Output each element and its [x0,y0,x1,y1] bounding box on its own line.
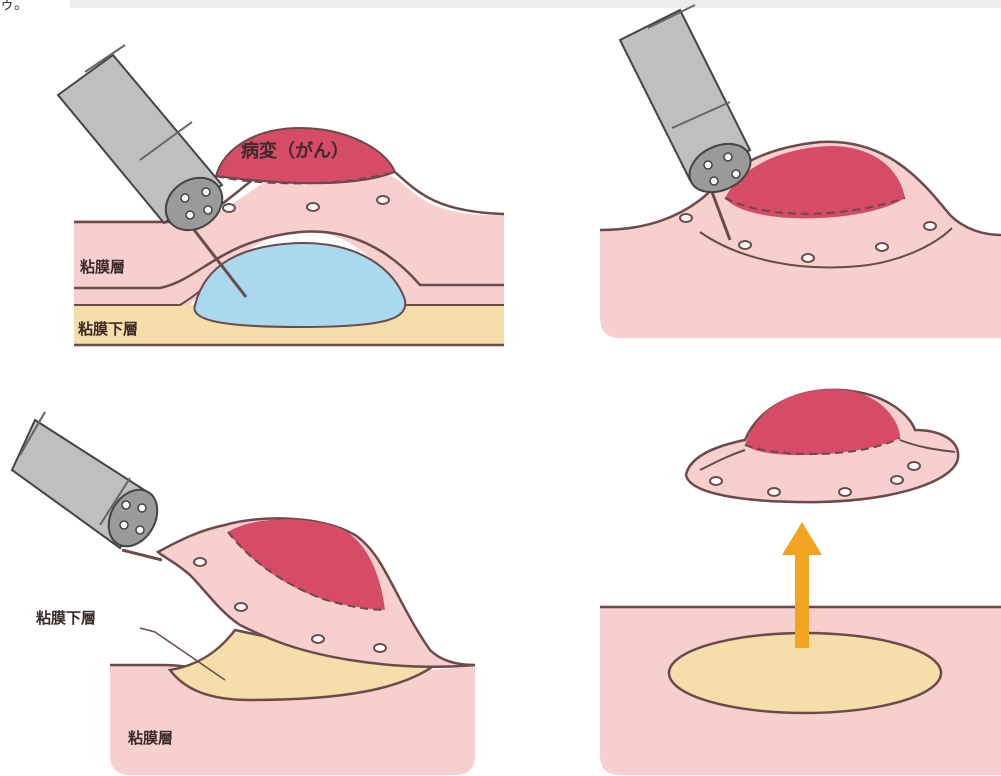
endoscope-icon [58,45,232,241]
mucosa-label: 粘膜層 [80,258,125,276]
marker-dot [710,477,722,485]
panel-removal [600,389,1001,775]
endoscope-icon [12,412,167,555]
marker-dot [739,241,751,249]
mucosa-label: 粘膜層 [128,729,173,747]
marker-dot [876,243,888,251]
submucosa-label: 粘膜下層 [36,609,96,627]
submucosa-label: 粘膜下層 [78,320,138,338]
panel-dissection: 粘膜下層 粘膜層 [12,412,475,775]
marker-dot [839,488,851,496]
endoscope-icon [620,5,758,201]
marker-dot [891,476,903,484]
marker-dot [908,462,920,470]
marker-dot [223,204,235,212]
marker-dot [194,558,206,566]
marker-dot [680,214,692,222]
panel-injection: 病変（がん） 粘膜層 粘膜下層 [58,45,504,345]
lesion-label: 病変（がん） [241,140,349,162]
marker-dot [374,644,386,652]
marker-dot [768,488,780,496]
marker-dot [924,222,936,230]
marker-dot [312,635,324,643]
marker-dot [235,603,247,611]
marker-dot [802,254,814,262]
panel-incision [600,5,1001,338]
electric-knife-icon [122,550,162,560]
marker-dot [307,203,319,211]
marker-dot [377,196,389,204]
